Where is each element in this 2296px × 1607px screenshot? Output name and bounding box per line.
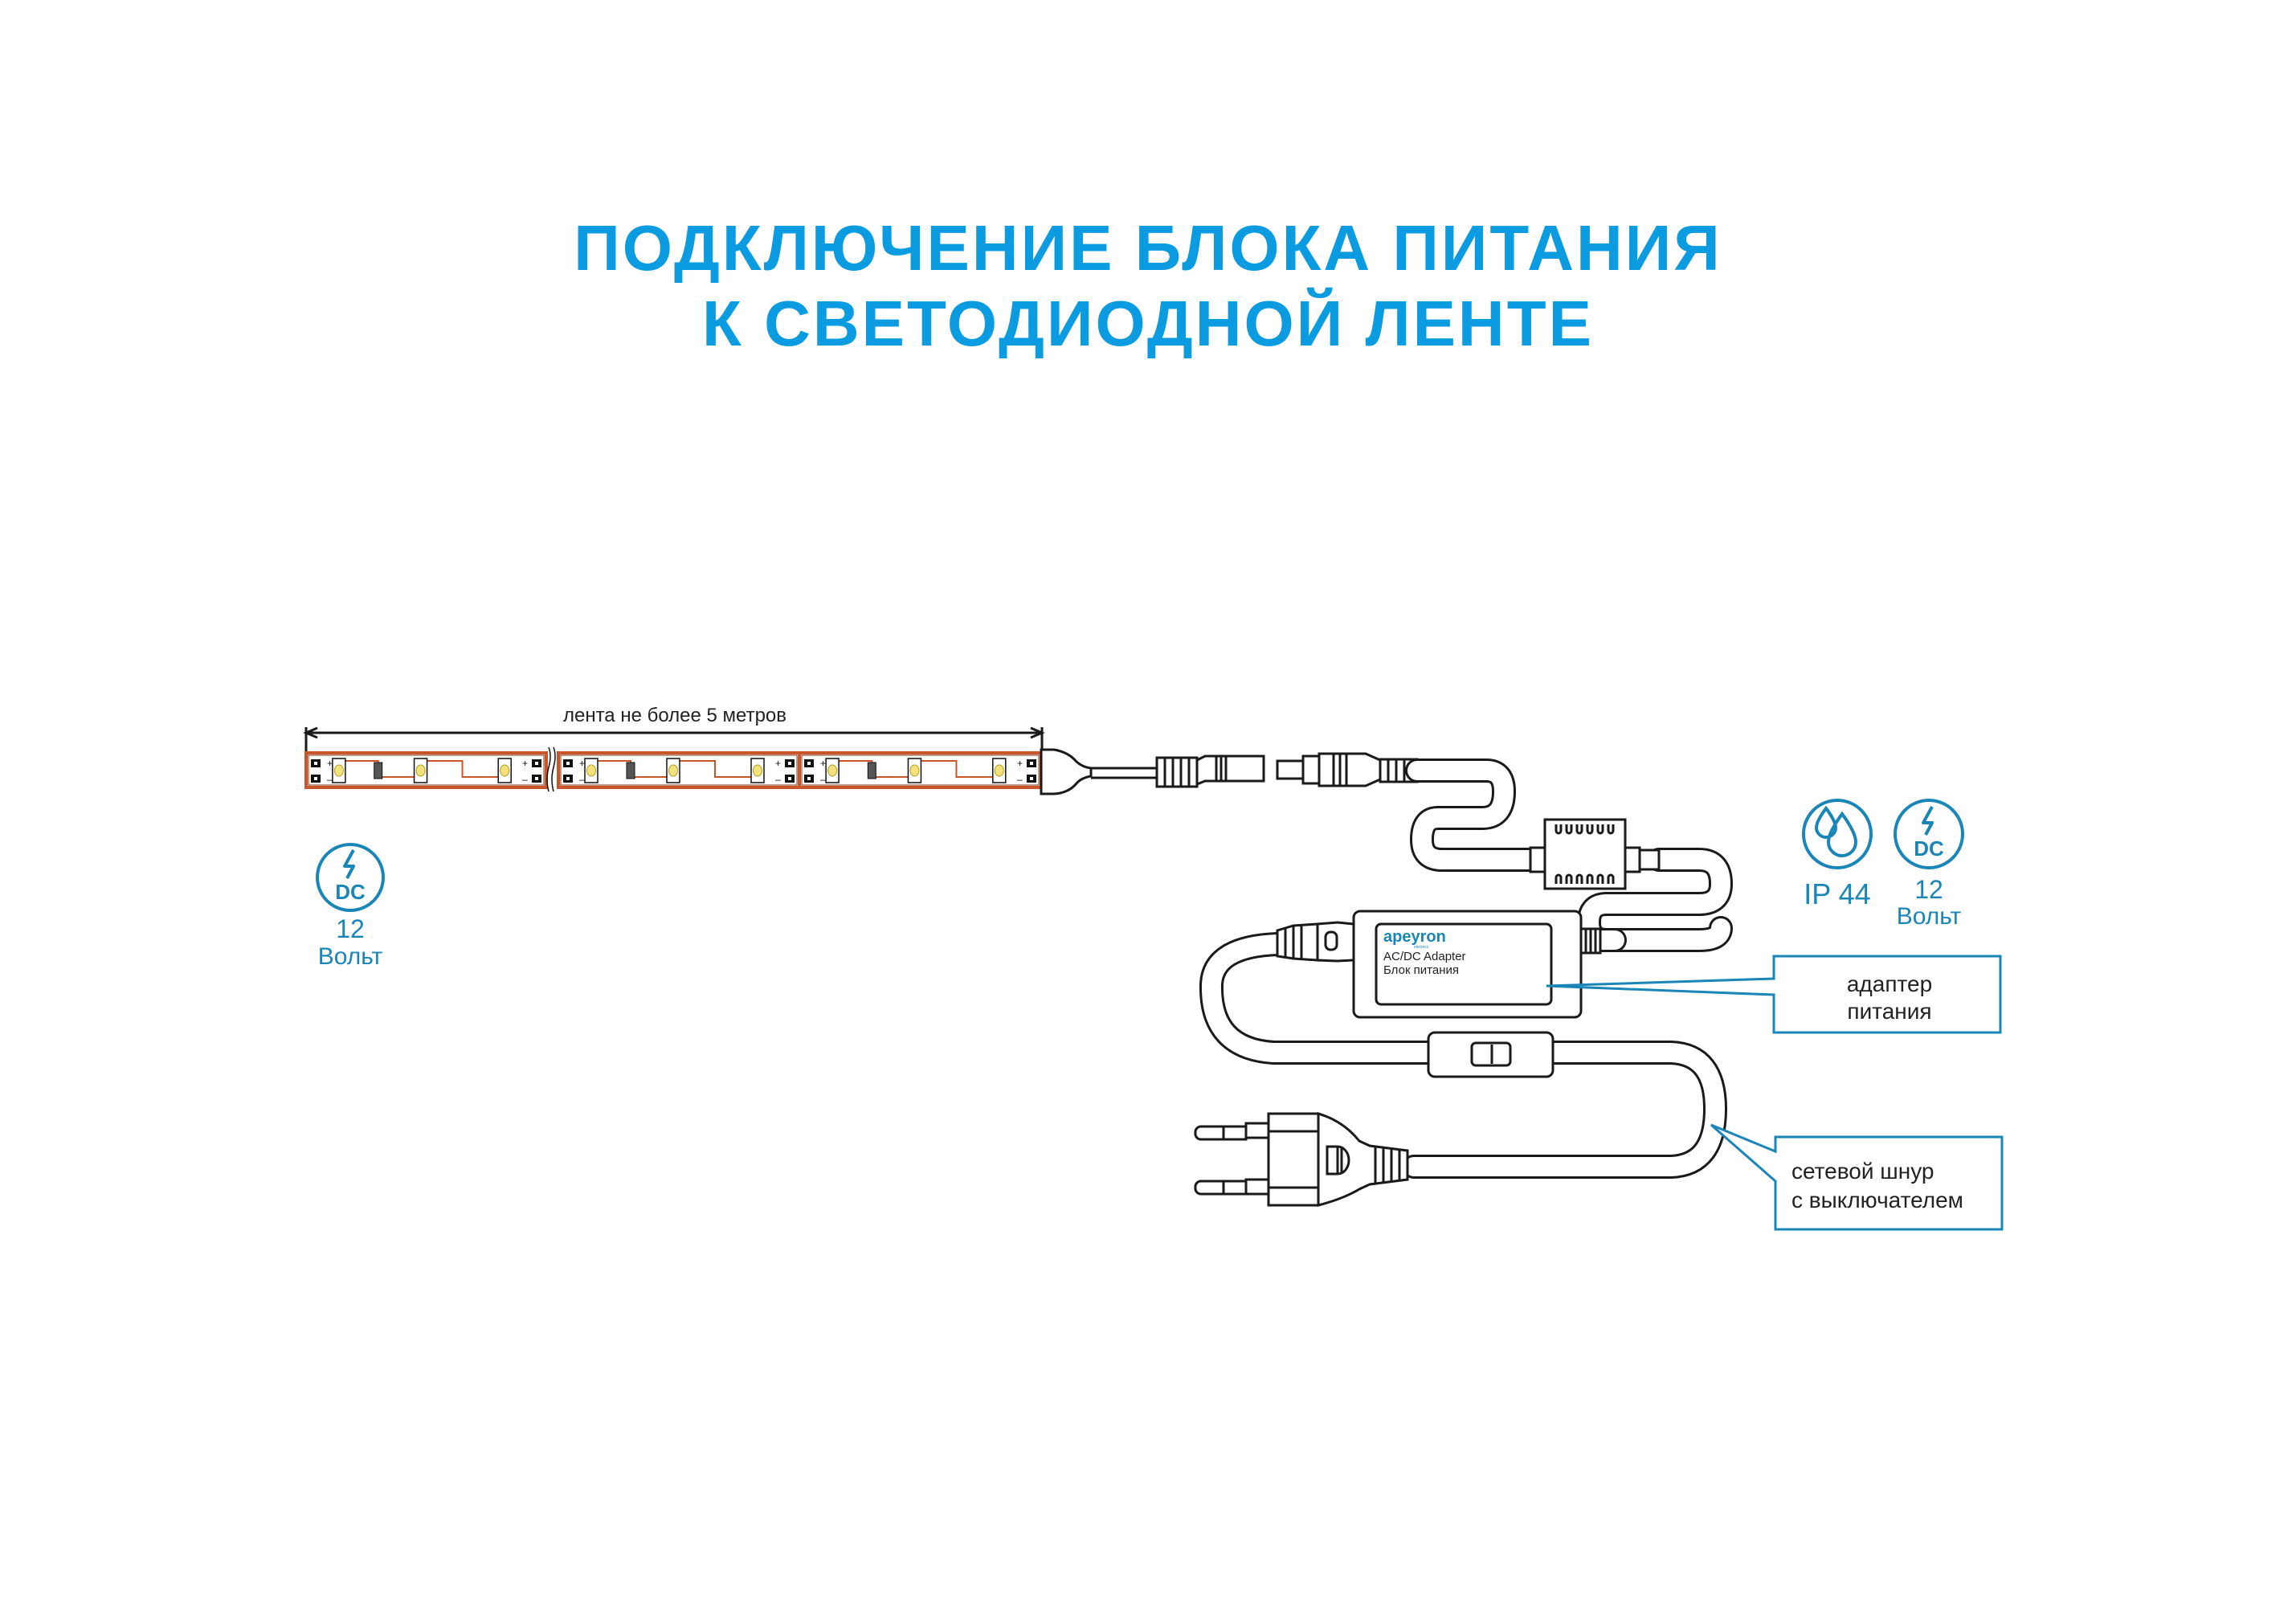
- ip-rating-label: IP 44: [1804, 877, 1870, 910]
- pad-minus-label: –: [1017, 774, 1023, 785]
- adapter-label-line-1: AC/DC Adapter: [1383, 950, 1466, 963]
- pad-plus-label: +: [1017, 758, 1023, 769]
- power-adapter: apeyron electrics AC/DC Adapter Блок пит…: [1352, 910, 1602, 1019]
- length-label: лента не более 5 метров: [563, 705, 786, 726]
- ac-mains-cable: [1199, 932, 1727, 1179]
- resistor: [374, 762, 383, 779]
- page-title: ПОДКЛЮЧЕНИЕ БЛОКА ПИТАНИЯ К СВЕТОДИОДНОЙ…: [0, 211, 2296, 362]
- voltage-unit: Вольт: [1897, 903, 1962, 930]
- title-line-2: К СВЕТОДИОДНОЙ ЛЕНТЕ: [702, 288, 1594, 359]
- euro-plug: [1194, 1112, 1409, 1207]
- dc-voltage-badge-left: DC 12 Вольт: [316, 843, 385, 970]
- led-strip: + – + – + – + – + – + –: [304, 746, 1043, 792]
- dc-icon-text: DC: [335, 880, 366, 904]
- female-dc-jack: [1155, 754, 1265, 788]
- strip-lead-cable: [1091, 767, 1157, 779]
- led-emitter: [753, 764, 762, 777]
- led-emitter: [994, 764, 1004, 777]
- voltage-value: 12: [1914, 875, 1943, 904]
- callout-mains-cord: сетевой шнур с выключателем: [1710, 1123, 2004, 1231]
- ip-circle-icon: [1802, 799, 1873, 869]
- voltage-unit: Вольт: [318, 943, 383, 970]
- led-emitter: [668, 764, 678, 777]
- break-mark: [551, 746, 556, 792]
- inline-switch: [1427, 1031, 1554, 1078]
- led-emitter: [827, 764, 838, 777]
- pad-minus-label: –: [522, 774, 528, 785]
- led-emitter: [415, 764, 426, 777]
- pad-plus-label: +: [327, 758, 333, 769]
- pad-minus-label: –: [327, 774, 333, 785]
- title-line-1: ПОДКЛЮЧЕНИЕ БЛОКА ПИТАНИЯ: [574, 212, 1722, 284]
- water-drops-icon: [1814, 805, 1858, 857]
- callout-adapter: адаптер питания: [1546, 955, 2002, 1034]
- callout-adapter-line-2: питания: [1847, 999, 1931, 1024]
- dc-circle-icon: [316, 843, 385, 912]
- resistor: [867, 762, 876, 779]
- break-mark: [546, 746, 551, 792]
- strip-end-cap: [1040, 748, 1093, 795]
- resistor: [626, 762, 635, 779]
- ip-rating-badge: IP 44: [1802, 799, 1873, 910]
- led-emitter: [500, 764, 510, 777]
- dc-circle-icon: [1894, 799, 1964, 869]
- pad-plus-label: +: [579, 758, 585, 769]
- pad-plus-label: +: [522, 758, 528, 769]
- pad-plus-label: +: [820, 758, 826, 769]
- adapter-brand: apeyron: [1383, 928, 1446, 946]
- callout-mains-line-2: с выключателем: [1791, 1188, 1963, 1212]
- pad-minus-label: –: [775, 774, 781, 785]
- led-emitter: [586, 764, 596, 777]
- pad-minus-label: –: [579, 774, 585, 785]
- adapter-brand-sub: electrics: [1414, 945, 1429, 950]
- dc-icon-text: DC: [1914, 836, 1944, 861]
- lightning-icon: [1922, 806, 1934, 836]
- pad-plus-label: +: [775, 758, 781, 769]
- pad-minus-label: –: [820, 774, 826, 785]
- lightning-icon: [343, 849, 355, 879]
- adapter-input-connector: [1276, 921, 1355, 963]
- dc-voltage-badge-right: DC 12 Вольт: [1894, 799, 1964, 930]
- adapter-label-line-2: Блок питания: [1383, 963, 1459, 977]
- led-emitter: [909, 764, 920, 777]
- voltage-value: 12: [336, 914, 365, 943]
- led-emitter: [333, 764, 344, 777]
- callout-mains-line-1: сетевой шнур: [1791, 1159, 1934, 1184]
- ferrite-choke: [1529, 818, 1661, 890]
- length-dimension: лента не более 5 метров: [303, 705, 1045, 755]
- male-dc-plug: [1276, 752, 1419, 787]
- callout-adapter-line-1: адаптер: [1847, 971, 1932, 996]
